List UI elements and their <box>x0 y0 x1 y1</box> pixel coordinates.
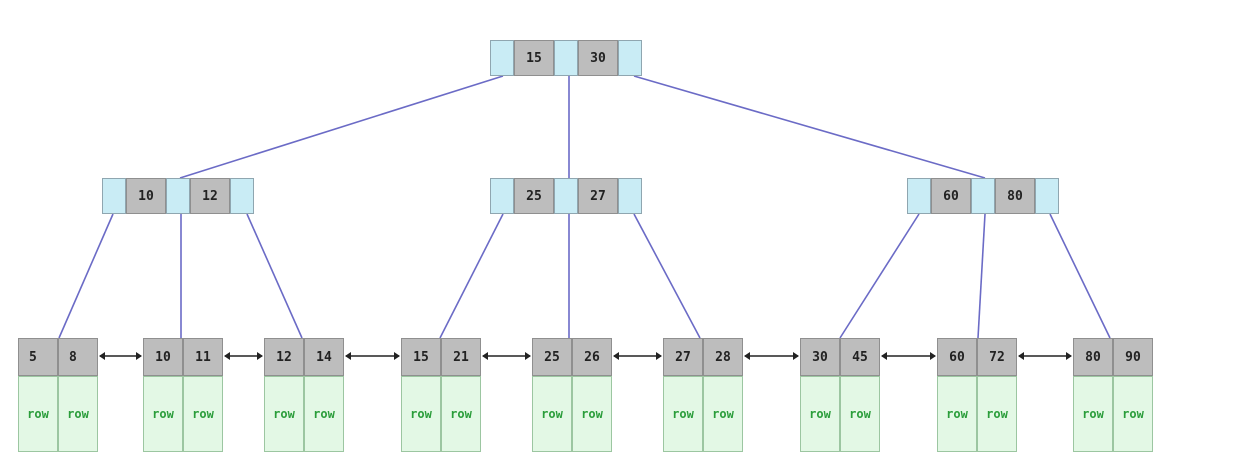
tree-edge <box>977 213 986 339</box>
leaf-row-cell: row <box>703 376 743 452</box>
arrow-head <box>99 352 105 360</box>
leaf-key: 80 <box>1073 338 1113 376</box>
internal-pointer <box>907 178 931 214</box>
leaf-key: 21 <box>441 338 481 376</box>
leaf-key: 27 <box>663 338 703 376</box>
root-node: 15 30 <box>490 40 642 76</box>
leaf-key: 28 <box>703 338 743 376</box>
arrow-head <box>613 352 619 360</box>
internal-key: 10 <box>126 178 166 214</box>
leaf-key: 14 <box>304 338 344 376</box>
tree-edge <box>58 213 114 339</box>
leaf-row-cell: row <box>1073 376 1113 452</box>
leaf-row-cell: row <box>977 376 1017 452</box>
leaf-row-cell: row <box>304 376 344 452</box>
leaf-key: 45 <box>840 338 880 376</box>
internal-pointer <box>230 178 254 214</box>
arrow-head <box>136 352 142 360</box>
leaf-row-cell: row <box>937 376 977 452</box>
internal-pointer <box>1035 178 1059 214</box>
arrow-head <box>394 352 400 360</box>
leaf-node-3: 12 14 row row <box>264 338 344 452</box>
leaf-row-cell: row <box>572 376 612 452</box>
leaf-row-cell: row <box>800 376 840 452</box>
tree-edge <box>246 213 303 339</box>
arrow-head <box>1018 352 1024 360</box>
tree-edge <box>179 75 504 179</box>
root-pointer-1 <box>554 40 578 76</box>
tree-edge <box>633 213 701 339</box>
arrow-head <box>345 352 351 360</box>
root-pointer-2 <box>618 40 642 76</box>
arrow-head <box>930 352 936 360</box>
leaf-node-6: 27 28 row row <box>663 338 743 452</box>
arrow-head <box>1066 352 1072 360</box>
arrow-head <box>793 352 799 360</box>
root-key-1: 30 <box>578 40 618 76</box>
arrow-head <box>525 352 531 360</box>
leaf-key: 72 <box>977 338 1017 376</box>
leaf-key: 60 <box>937 338 977 376</box>
leaf-row-cell: row <box>1113 376 1153 452</box>
arrow-head <box>744 352 750 360</box>
leaf-row-cell: row <box>183 376 223 452</box>
leaf-key: 10 <box>143 338 183 376</box>
arrow-head <box>656 352 662 360</box>
internal-pointer <box>618 178 642 214</box>
tree-edge <box>439 213 504 339</box>
leaf-row-cell: row <box>663 376 703 452</box>
leaf-key: 25 <box>532 338 572 376</box>
leaf-row-cell: row <box>143 376 183 452</box>
leaf-row-cell: row <box>264 376 304 452</box>
internal-key: 80 <box>995 178 1035 214</box>
leaf-node-4: 15 21 row row <box>401 338 481 452</box>
internal-key: 25 <box>514 178 554 214</box>
internal-pointer <box>102 178 126 214</box>
arrow-head <box>482 352 488 360</box>
leaf-node-7: 30 45 row row <box>800 338 880 452</box>
leaf-node-2: 10 11 row row <box>143 338 223 452</box>
tree-edge <box>1049 213 1111 339</box>
leaf-key: 5 <box>18 338 58 376</box>
leaf-row-cell: row <box>532 376 572 452</box>
leaf-key: 11 <box>183 338 223 376</box>
leaf-key: 26 <box>572 338 612 376</box>
internal-pointer <box>971 178 995 214</box>
leaf-key: 90 <box>1113 338 1153 376</box>
internal-pointer <box>490 178 514 214</box>
internal-node-middle: 25 27 <box>490 178 642 214</box>
leaf-key: 30 <box>800 338 840 376</box>
root-pointer-0 <box>490 40 514 76</box>
arrow-head <box>257 352 263 360</box>
leaf-row-cell: row <box>401 376 441 452</box>
internal-pointer <box>166 178 190 214</box>
tree-edge <box>633 75 986 179</box>
internal-node-right: 60 80 <box>907 178 1059 214</box>
leaf-row-cell: row <box>58 376 98 452</box>
leaf-row-cell: row <box>18 376 58 452</box>
leaf-node-8: 60 72 row row <box>937 338 1017 452</box>
internal-key: 27 <box>578 178 618 214</box>
internal-key: 12 <box>190 178 230 214</box>
leaf-node-9: 80 90 row row <box>1073 338 1153 452</box>
leaf-node-5: 25 26 row row <box>532 338 612 452</box>
leaf-row-cell: row <box>441 376 481 452</box>
arrow-head <box>881 352 887 360</box>
leaf-node-1: 5 8 row row <box>18 338 98 452</box>
leaf-key: 8 <box>58 338 98 376</box>
leaf-key: 12 <box>264 338 304 376</box>
leaf-row-cell: row <box>840 376 880 452</box>
tree-edge <box>839 213 920 339</box>
arrow-head <box>224 352 230 360</box>
root-key-0: 15 <box>514 40 554 76</box>
internal-key: 60 <box>931 178 971 214</box>
internal-node-left: 10 12 <box>102 178 254 214</box>
internal-pointer <box>554 178 578 214</box>
leaf-key: 15 <box>401 338 441 376</box>
